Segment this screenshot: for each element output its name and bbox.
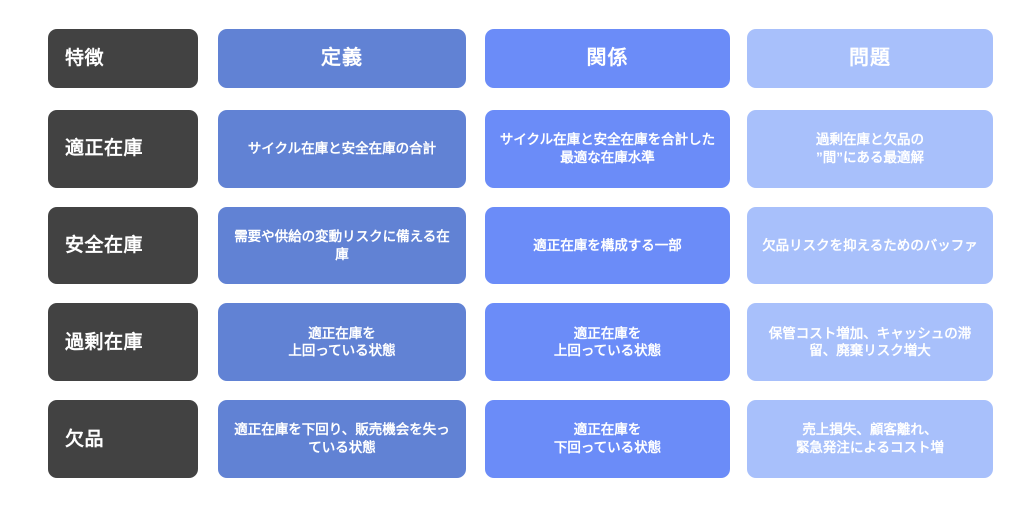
- row-problem-cell: 欠品リスクを抑えるためのバッファ: [747, 206, 993, 285]
- table-row: 欠品 適正在庫を下回り、販売機会を失っている状態 適正在庫を下回っている状態 売…: [48, 400, 993, 479]
- header-cell-relation: 関係: [485, 29, 730, 88]
- column-gap: [198, 207, 218, 285]
- column-gap: [466, 303, 485, 381]
- column-gap: [198, 29, 218, 88]
- row-label-cell: 過剰在庫: [48, 303, 198, 382]
- column-gap: [730, 400, 747, 478]
- row-definition-cell: 適正在庫を上回っている状態: [218, 303, 466, 382]
- row-problem-cell: 保管コスト増加、キャッシュの滞留、廃棄リスク増大: [747, 303, 993, 382]
- row-relation-cell: サイクル在庫と安全在庫を合計した最適な在庫水準: [485, 109, 730, 188]
- column-gap: [466, 29, 485, 88]
- table-row: 適正在庫 サイクル在庫と安全在庫の合計 サイクル在庫と安全在庫を合計した最適な在…: [48, 109, 993, 188]
- row-label-cell: 適正在庫: [48, 109, 198, 188]
- row-label-cell: 欠品: [48, 400, 198, 479]
- table-row: 過剰在庫 適正在庫を上回っている状態 適正在庫を上回っている状態 保管コスト増加…: [48, 303, 993, 382]
- row-relation-cell: 適正在庫を下回っている状態: [485, 400, 730, 479]
- row-problem-cell: 過剰在庫と欠品の”間”にある最適解: [747, 109, 993, 188]
- row-relation-cell: 適正在庫を構成する一部: [485, 206, 730, 285]
- header-cell-feature: 特徴: [48, 29, 198, 88]
- column-gap: [730, 207, 747, 285]
- column-gap: [730, 29, 747, 88]
- row-relation-cell: 適正在庫を上回っている状態: [485, 303, 730, 382]
- header-cell-definition: 定義: [218, 29, 466, 88]
- column-gap: [730, 303, 747, 381]
- row-label-cell: 安全在庫: [48, 206, 198, 285]
- column-gap: [466, 110, 485, 188]
- column-gap: [198, 303, 218, 381]
- row-definition-cell: サイクル在庫と安全在庫の合計: [218, 109, 466, 188]
- row-definition-cell: 適正在庫を下回り、販売機会を失っている状態: [218, 400, 466, 479]
- row-definition-cell: 需要や供給の変動リスクに備える在庫: [218, 206, 466, 285]
- column-gap: [730, 110, 747, 188]
- column-gap: [198, 110, 218, 188]
- column-gap: [198, 400, 218, 478]
- table-row: 安全在庫 需要や供給の変動リスクに備える在庫 適正在庫を構成する一部 欠品リスク…: [48, 206, 993, 285]
- header-cell-problem: 問題: [747, 29, 993, 88]
- column-gap: [466, 400, 485, 478]
- table-header-row: 特徴 定義 関係 問題: [48, 29, 993, 88]
- column-gap: [466, 207, 485, 285]
- row-problem-cell: 売上損失、顧客離れ、緊急発注によるコスト増: [747, 400, 993, 479]
